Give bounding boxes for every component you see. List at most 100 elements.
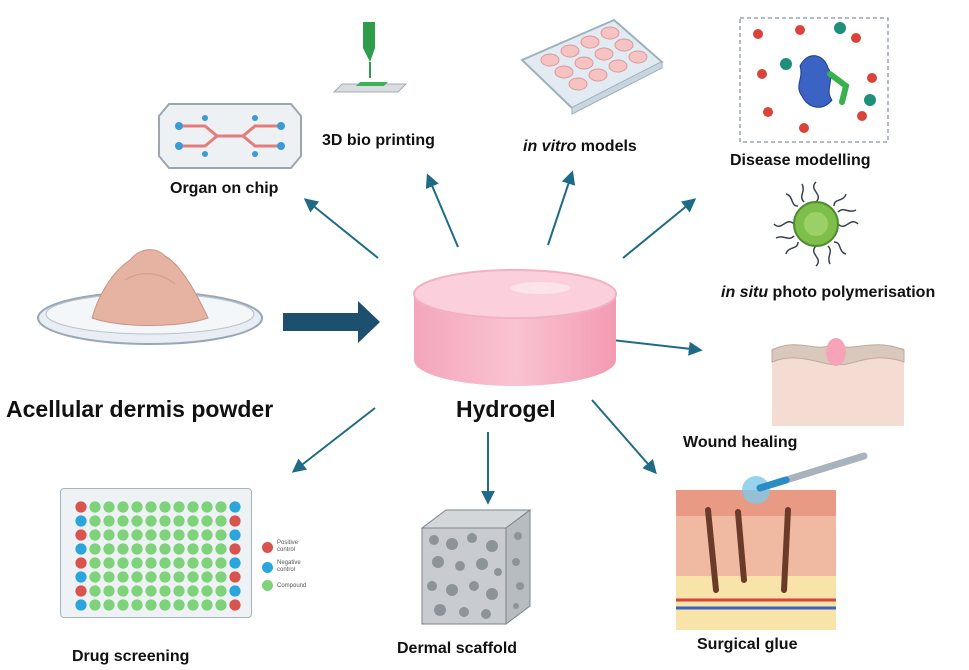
- legend-positive-swatch: [262, 541, 273, 553]
- in-vitro-label: in vitro models: [523, 138, 637, 156]
- plate-well: [159, 501, 171, 513]
- plate-well: [145, 529, 157, 541]
- plate-well: [145, 585, 157, 597]
- plate-well: [173, 585, 185, 597]
- plate-well: [229, 515, 241, 527]
- arrow-surgical-glue: [591, 399, 657, 475]
- plate-well: [131, 599, 143, 611]
- in-vitro-rest: models: [576, 138, 637, 155]
- plate-well: [89, 501, 101, 513]
- plate-well: [159, 585, 171, 597]
- plate-well: [75, 515, 87, 527]
- plate-well: [187, 501, 199, 513]
- arrow-organ-on-chip: [303, 198, 379, 259]
- in-situ-label: in situ photo polymerisation: [721, 284, 935, 302]
- plate-well: [173, 501, 185, 513]
- plate-well: [215, 571, 227, 583]
- plate-well: [215, 515, 227, 527]
- plate-well: [201, 599, 213, 611]
- plate-well: [145, 557, 157, 569]
- plate-well: [215, 557, 227, 569]
- plate-well: [131, 571, 143, 583]
- petri-dish-powder-illustration: [37, 249, 263, 345]
- legend-negative-label: Negative control: [277, 560, 301, 573]
- plate-well: [159, 543, 171, 555]
- plate-well: [89, 543, 101, 555]
- plate-well: [75, 543, 87, 555]
- plate-well: [159, 599, 171, 611]
- drug-screening-label: Drug screening: [72, 648, 190, 665]
- wound-skin-illustration: [771, 338, 905, 426]
- plate-well: [201, 571, 213, 583]
- hydrogel-illustration: [413, 269, 617, 386]
- plate-well: [89, 599, 101, 611]
- plate-well: [145, 515, 157, 527]
- plate-well: [173, 557, 185, 569]
- arrow-disease-modelling: [622, 198, 697, 259]
- plate-well: [201, 557, 213, 569]
- plate-well: [215, 501, 227, 513]
- plate-well: [159, 529, 171, 541]
- plate-well: [75, 599, 87, 611]
- plate-well: [131, 529, 143, 541]
- plate-well: [173, 543, 185, 555]
- plate-well: [215, 543, 227, 555]
- wound-healing-label: Wound healing: [683, 434, 798, 451]
- porous-scaffold-illustration: [420, 509, 532, 625]
- plate-well: [173, 571, 185, 583]
- plate-well: [201, 529, 213, 541]
- plate-well: [229, 543, 241, 555]
- plate-well: [145, 543, 157, 555]
- plate-well: [201, 515, 213, 527]
- plate-well: [159, 571, 171, 583]
- plate-well: [173, 529, 185, 541]
- plate-well: [131, 557, 143, 569]
- plate-well: [229, 571, 241, 583]
- bio-printing-label: 3D bio printing: [322, 132, 435, 149]
- plate-well: [117, 529, 129, 541]
- plate-well: [117, 571, 129, 583]
- plate-well: [159, 515, 171, 527]
- plate-well: [103, 501, 115, 513]
- plate-well: [117, 501, 129, 513]
- well-plate-illustration: [520, 18, 664, 115]
- arrow-wound-healing: [611, 339, 703, 356]
- plate-well: [75, 557, 87, 569]
- plate-well: [117, 585, 129, 597]
- legend-positive-label: Positive control: [277, 540, 299, 553]
- legend-negative-swatch: [262, 561, 273, 573]
- plate-well: [229, 585, 241, 597]
- plate-well: [75, 529, 87, 541]
- plate-well: [131, 515, 143, 527]
- plate-well: [187, 557, 199, 569]
- plate-well: [229, 501, 241, 513]
- in-vitro-italic: in vitro: [523, 138, 577, 155]
- plate-well: [201, 501, 213, 513]
- plate-well: [75, 501, 87, 513]
- nanoparticle-polymer-illustration: [773, 181, 859, 267]
- legend-compound-label: Compound: [277, 582, 307, 589]
- plate-legend: Positive control Negative control Compou…: [262, 540, 342, 591]
- plate-well: [187, 543, 199, 555]
- plate-well: [173, 515, 185, 527]
- skin-cross-section-illustration: [676, 452, 868, 630]
- plate-well: [117, 557, 129, 569]
- plate-well: [201, 543, 213, 555]
- legend-compound-swatch: [262, 580, 273, 591]
- arrow-drug-screening: [291, 407, 376, 473]
- plate-well: [89, 557, 101, 569]
- legend-positive: Positive control: [262, 540, 342, 554]
- plate-well: [131, 501, 143, 513]
- arrow-in-vitro: [547, 170, 576, 246]
- plate-well: [103, 515, 115, 527]
- plate-well: [173, 599, 185, 611]
- plate-well: [159, 557, 171, 569]
- plate-well: [117, 543, 129, 555]
- surgical-glue-label: Surgical glue: [697, 636, 798, 653]
- plate-well: [215, 585, 227, 597]
- disease-modelling-label: Disease modelling: [730, 152, 871, 169]
- plate-well: [131, 585, 143, 597]
- plate-well: [187, 599, 199, 611]
- plate-well: [117, 599, 129, 611]
